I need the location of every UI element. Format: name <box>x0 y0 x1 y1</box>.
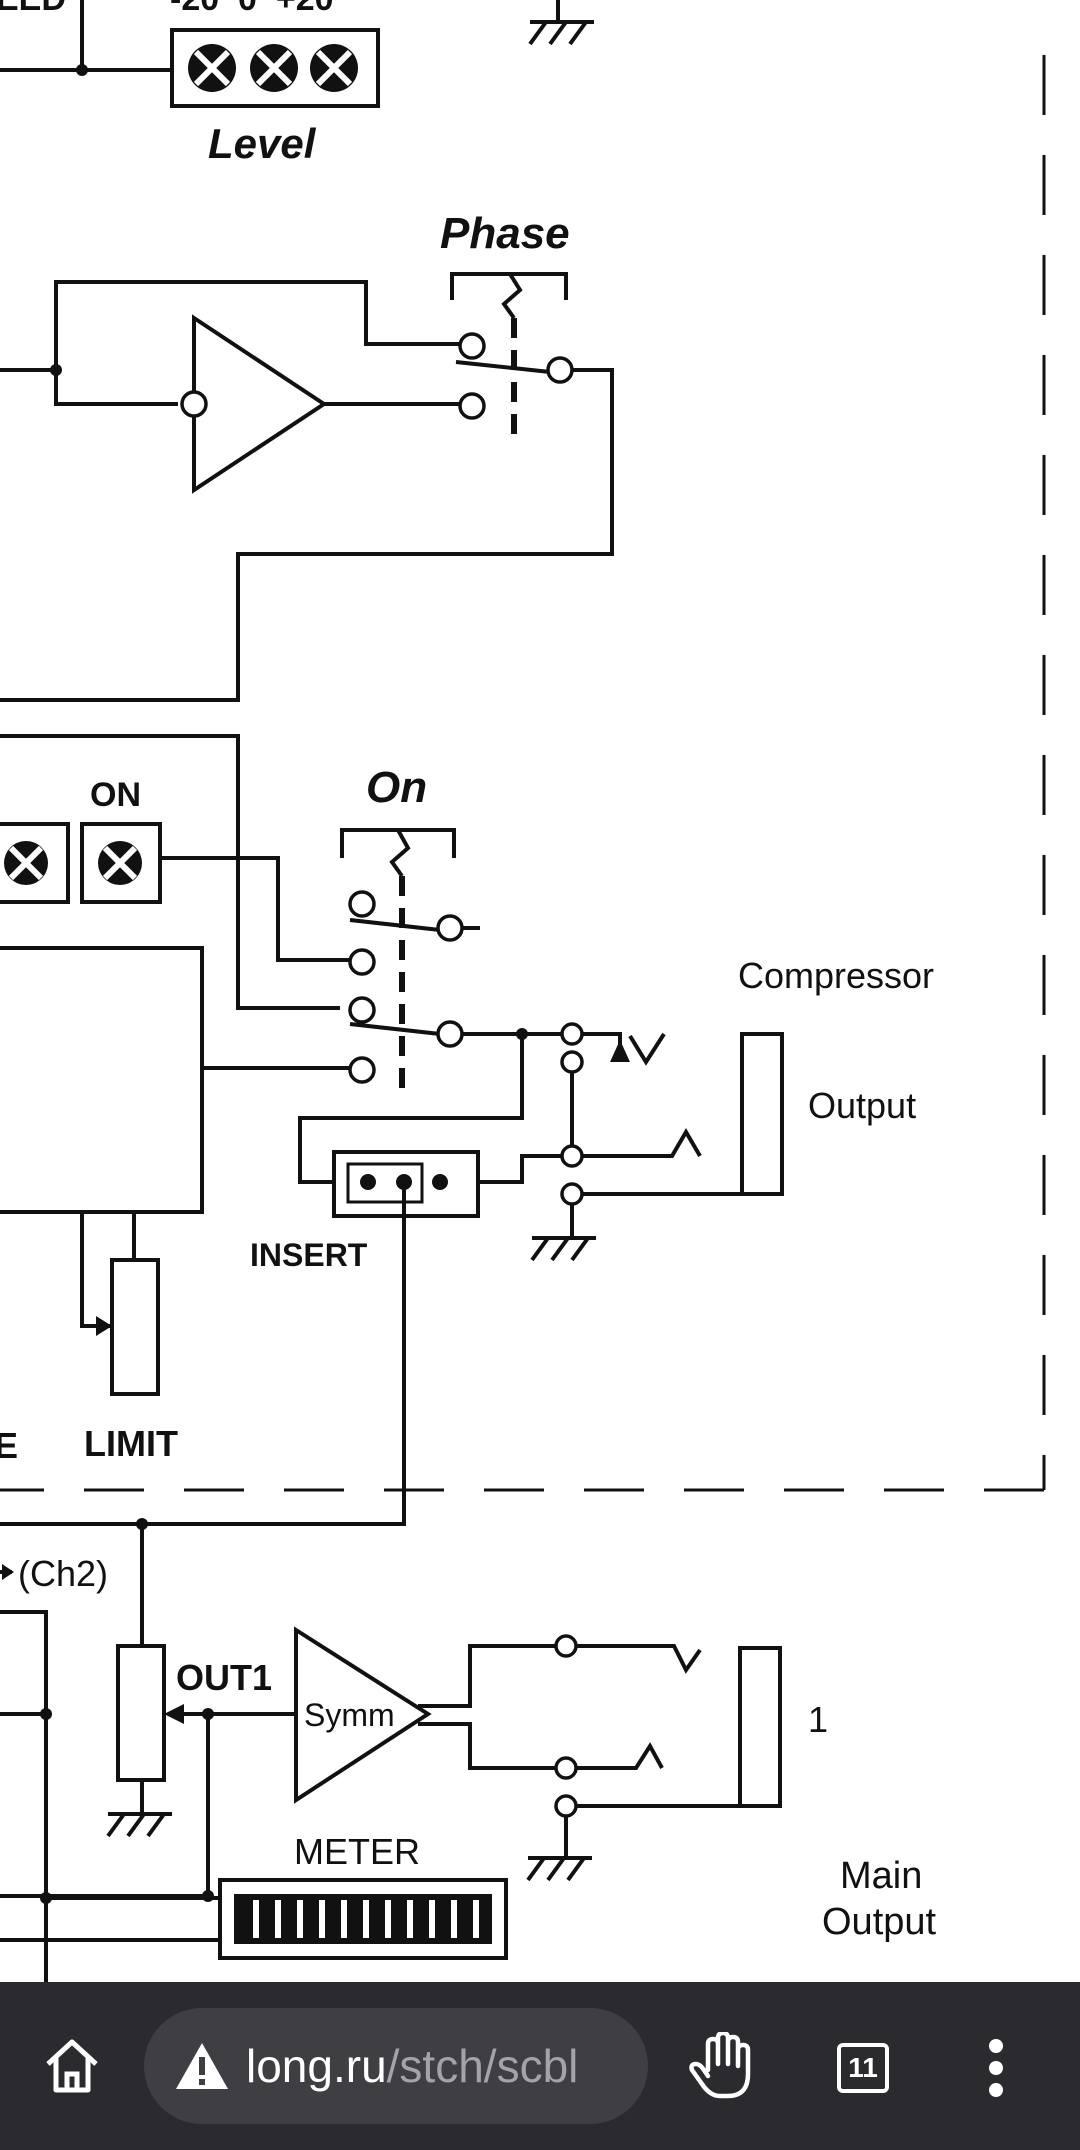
out1-label: OUT1 <box>176 1657 272 1698</box>
compressor-block <box>0 946 204 1214</box>
insert-label: INSERT <box>250 1237 368 1273</box>
symm-amplifier <box>294 1626 432 1804</box>
more-vertical-icon <box>989 2039 1003 2097</box>
out1-potentiometer[interactable] <box>116 1644 166 1782</box>
phase-label: Phase <box>440 209 570 258</box>
channel-number-label: 1 <box>808 1699 828 1740</box>
hand-tool-button[interactable] <box>680 2026 760 2106</box>
home-button[interactable] <box>30 2024 114 2108</box>
on-switch-label: On <box>366 763 427 812</box>
level-label: Level <box>208 120 317 167</box>
more-menu-button[interactable] <box>966 2030 1026 2106</box>
home-icon <box>46 2039 98 2093</box>
level-indicator-1-icon <box>188 44 236 92</box>
top-left-label: EED <box>0 0 66 18</box>
ground-symbol-top-icon <box>528 0 594 46</box>
compressor-output-label: Output <box>808 1085 916 1126</box>
tabs-icon: 11 <box>837 2043 889 2093</box>
compressor-section: ON On LIMIT E <box>0 734 934 1526</box>
tab-count: 11 <box>848 2052 878 2083</box>
level-meter <box>218 1878 508 1960</box>
ch2-label: (Ch2) <box>18 1553 108 1594</box>
level-indicator-3-icon <box>310 44 358 92</box>
main-output-label: Output <box>822 1901 937 1943</box>
phase-amplifier <box>192 314 328 494</box>
compressor-enclosure-border <box>0 55 1046 1492</box>
level-switch-box[interactable] <box>170 28 380 108</box>
main-output-section: (Ch2) OUT1 Symm <box>0 1518 937 1982</box>
main-label: Main <box>840 1855 922 1897</box>
meter-segments <box>234 1894 492 1944</box>
phase-section: Phase <box>0 209 614 702</box>
indicator-left-icon <box>4 841 48 885</box>
indicator-box-left <box>0 822 70 904</box>
hand-icon <box>689 2032 751 2099</box>
on-indicator-label: ON <box>90 776 141 814</box>
warning-icon <box>174 2041 230 2091</box>
compressor-label: Compressor <box>738 955 934 996</box>
ground-symbol-insert-icon <box>530 1236 596 1262</box>
circuit-schematic: EED -20 0 +20 Level Phase <box>0 0 1046 1982</box>
tabs-button[interactable]: 11 <box>834 2040 892 2096</box>
on-indicator-box <box>80 822 162 904</box>
limit-label: LIMIT <box>84 1423 178 1464</box>
url-path: /stch/scbl <box>386 2040 579 2092</box>
url-domain: long.ru <box>246 2040 387 2092</box>
level-indicator-2-icon <box>250 44 298 92</box>
on-indicator-icon <box>98 841 142 885</box>
url-text: long.ru/stch/scbl <box>246 2039 578 2093</box>
ground-symbol-out1-icon <box>106 1812 172 1838</box>
limit-potentiometer[interactable] <box>110 1258 160 1396</box>
main-output-jack[interactable] <box>738 1646 782 1808</box>
compressor-output-jack[interactable] <box>740 1032 784 1196</box>
url-bar[interactable]: long.ru/stch/scbl <box>144 2008 648 2124</box>
ground-symbol-main-icon <box>526 1856 592 1882</box>
level-switch-group: EED -20 0 +20 Level <box>0 0 594 167</box>
meter-label: METER <box>294 1831 420 1872</box>
left-cut-label: E <box>0 1425 18 1466</box>
level-scale-label: -20 0 +20 <box>170 0 334 18</box>
symm-label: Symm <box>304 1697 395 1733</box>
